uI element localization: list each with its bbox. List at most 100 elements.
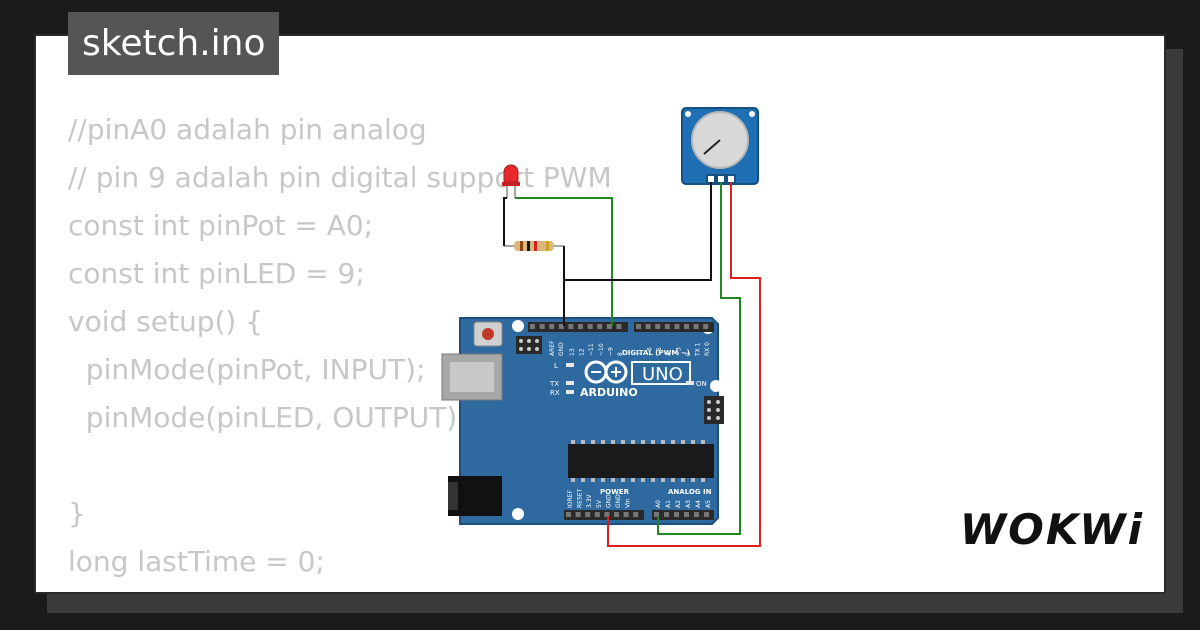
- header-pin: [549, 324, 555, 329]
- power-label: POWER: [600, 488, 630, 496]
- chip-leg: [601, 478, 605, 482]
- header-pin: [693, 324, 699, 329]
- header-pin: [558, 324, 564, 329]
- pin-label: A4: [695, 500, 702, 508]
- mounting-hole: [512, 508, 524, 520]
- wire-led-to-resistor: [503, 197, 507, 246]
- header-pin: [694, 512, 699, 517]
- header-pin: [703, 324, 709, 329]
- pin-label: A1: [665, 500, 672, 508]
- header-pin: [597, 324, 603, 329]
- header-pin: [606, 324, 612, 329]
- chip-leg: [681, 440, 685, 444]
- header-pin: [604, 512, 610, 517]
- chip-leg: [621, 478, 625, 482]
- pin-label: ~5: [656, 347, 663, 356]
- chip-leg: [651, 478, 655, 482]
- pin-label: TX 1: [695, 342, 702, 357]
- pin-label: RX 0: [704, 342, 711, 356]
- icsp-header-2: [704, 396, 724, 424]
- chip-leg: [661, 478, 665, 482]
- chip-leg: [701, 440, 705, 444]
- code-line: pinMode(pinLED, OUTPUT);: [68, 401, 467, 434]
- header-pin: [539, 324, 545, 329]
- sketch-title-tab[interactable]: sketch.ino: [68, 12, 280, 75]
- digital-pin-dots: [530, 324, 709, 329]
- chip-leg: [591, 478, 595, 482]
- pin-label: A5: [705, 500, 712, 508]
- chip-leg: [631, 478, 635, 482]
- pin-label: A0: [655, 500, 662, 508]
- code-line: }: [68, 497, 86, 530]
- code-listing: //pinA0 adalah pin analog// pin 9 adalah…: [68, 106, 612, 592]
- header-pin: [633, 512, 639, 517]
- pin-label: IOREF: [567, 490, 574, 508]
- code-line: long lastTime = 0;: [68, 545, 325, 578]
- chip-leg: [681, 478, 685, 482]
- header-pin: [614, 512, 619, 517]
- pin-label: ~3: [675, 347, 682, 356]
- knob-indicator: [703, 139, 721, 155]
- header-pin: [655, 324, 661, 329]
- chip-leg: [621, 440, 625, 444]
- chip-leg: [601, 440, 605, 444]
- header-pin: [568, 324, 574, 329]
- pin-label: A2: [675, 500, 682, 508]
- usb-connector-inner: [450, 362, 494, 392]
- pin-label: ~6: [647, 347, 654, 356]
- header-pin: [684, 324, 689, 329]
- pin-label: AREF: [549, 340, 556, 356]
- header-pin: [636, 324, 641, 329]
- chip-leg: [691, 440, 695, 444]
- pin-label: 4: [666, 352, 673, 356]
- header-pin: [585, 512, 591, 517]
- on-led-label: ON: [696, 380, 707, 388]
- tx-led-label: TX: [549, 380, 559, 388]
- header-pin: [575, 512, 581, 517]
- pin-label: GND: [605, 494, 612, 508]
- header-pin: [530, 324, 535, 329]
- reset-button-cap[interactable]: [482, 328, 494, 340]
- wire-pot-vcc-to-5v: [607, 182, 761, 547]
- rx-led-label: RX: [550, 389, 560, 397]
- header-pin: [664, 324, 670, 329]
- header-pin: [674, 512, 679, 517]
- atmega-chip: [568, 444, 714, 478]
- header-pin: [594, 512, 600, 517]
- header-pin: [684, 512, 689, 517]
- digital-pwm-label: DIGITAL (PWM ~): [622, 349, 690, 357]
- analog-in-label: ANALOG IN: [668, 488, 712, 496]
- potentiometer[interactable]: [681, 107, 759, 185]
- arduino-logo-icon: [584, 360, 628, 384]
- wire-led-to-pin9: [515, 197, 613, 326]
- pin-label: GND: [615, 494, 622, 508]
- resistor[interactable]: [504, 241, 564, 251]
- wire-pot-sig-to-a0: [657, 182, 741, 535]
- header-pin: [654, 512, 659, 517]
- pin-label: 7: [637, 352, 644, 356]
- pin-label: 12: [579, 348, 586, 356]
- header-pin: [645, 324, 651, 329]
- code-line: const int pinLED = 9;: [68, 257, 365, 290]
- header-pin: [623, 512, 629, 517]
- pin-label: ~10: [598, 343, 605, 356]
- code-line: //pinA0 adalah pin analog: [68, 113, 427, 146]
- header-pin: [674, 324, 680, 329]
- chip-leg: [701, 478, 705, 482]
- chip-leg: [581, 478, 585, 482]
- uno-badge: [631, 361, 691, 385]
- pin-label: RESET: [577, 488, 584, 508]
- red-led[interactable]: [502, 164, 520, 198]
- pin-label: 8: [617, 352, 624, 356]
- power-jack-tip: [448, 482, 458, 510]
- tx-led: [566, 381, 574, 385]
- pin-label: ~9: [607, 347, 614, 356]
- circuit-diagram: UNO ARDUINO DIGITAL (PWM ~) POWER ANALOG…: [441, 107, 761, 547]
- bottom-pin-dots: [566, 512, 709, 517]
- chip-leg: [671, 478, 675, 482]
- chip-leg: [581, 440, 585, 444]
- header-pin: [664, 512, 669, 517]
- board-model-label: UNO: [642, 364, 683, 385]
- preview-card: //pinA0 adalah pin analog// pin 9 adalah…: [34, 34, 1166, 594]
